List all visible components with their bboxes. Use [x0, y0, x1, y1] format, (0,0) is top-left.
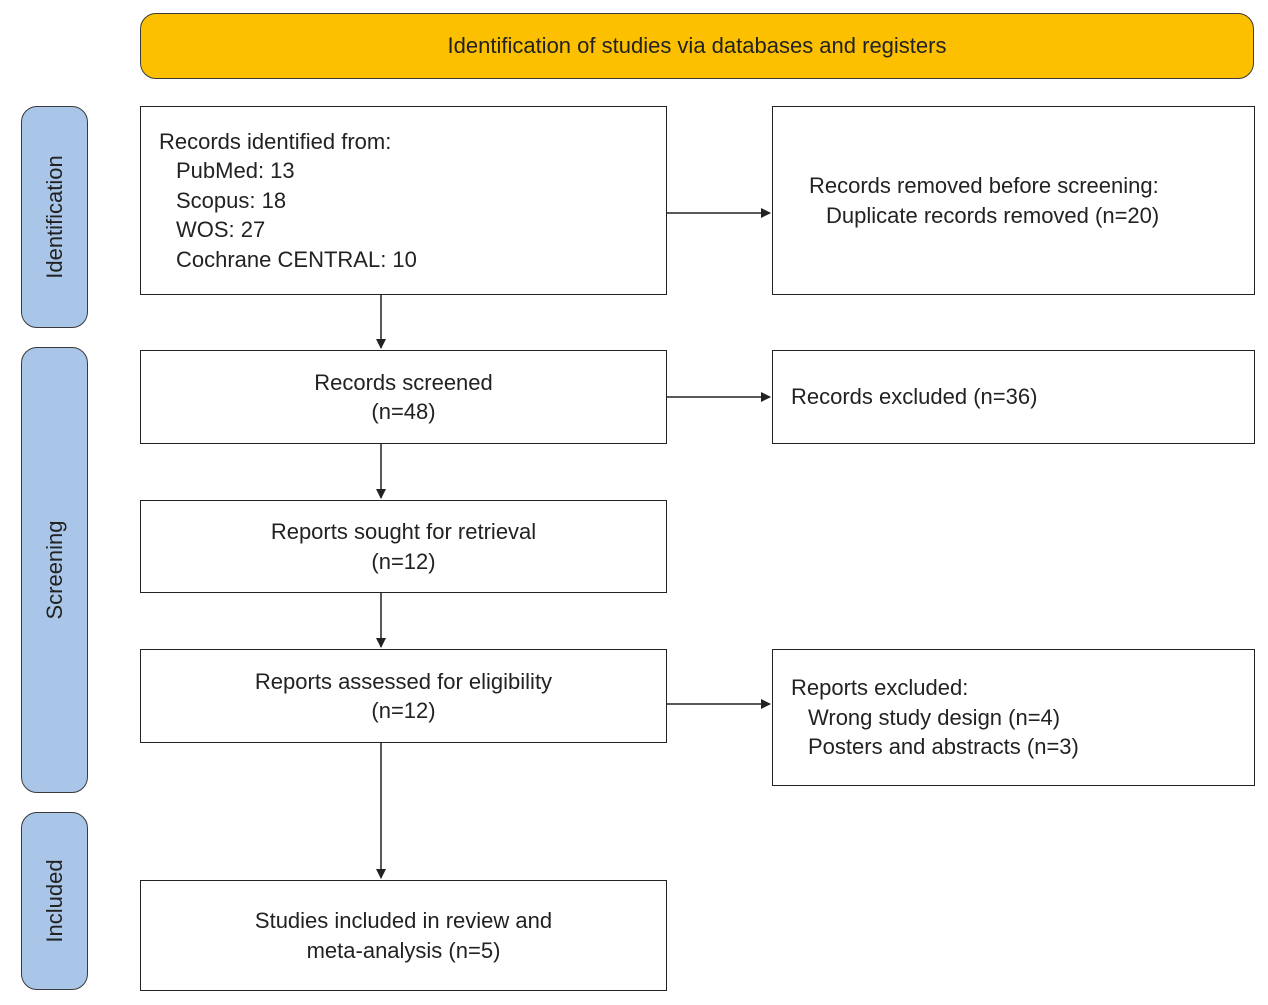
- records-removed-box: Records removed before screening: Duplic…: [772, 106, 1255, 295]
- records-excluded-text: Records excluded (n=36): [791, 384, 1038, 410]
- reports-sought-label: Reports sought for retrieval: [270, 519, 537, 544]
- reports-sought-box: Reports sought for retrieval (n=12): [140, 500, 667, 593]
- duplicate-records-removed: Duplicate records removed (n=20): [826, 202, 1160, 228]
- source-pubmed: PubMed: 13: [176, 158, 295, 184]
- source-cochrane: Cochrane CENTRAL: 10: [176, 246, 417, 272]
- reports-assessed-box: Reports assessed for eligibility (n=12): [140, 649, 667, 743]
- reports-assessed-label: Reports assessed for eligibility: [254, 668, 553, 694]
- records-screened-count: (n=48): [371, 399, 436, 424]
- phase-label-included: Included: [21, 812, 88, 990]
- reason-posters-abstracts: Posters and abstracts (n=3): [808, 734, 1079, 760]
- source-wos: WOS: 27: [176, 217, 266, 243]
- records-identified-box: Records identified from: PubMed: 13 Scop…: [140, 106, 667, 295]
- reports-assessed-count: (n=12): [371, 698, 436, 723]
- records-excluded-box: Records excluded (n=36): [772, 350, 1255, 444]
- reports-sought-count: (n=12): [371, 548, 436, 574]
- studies-included-line2: meta-analysis (n=5): [306, 937, 501, 963]
- phase-label-identification: Identification: [21, 106, 88, 328]
- reports-excluded-box: Reports excluded: Wrong study design (n=…: [772, 649, 1255, 786]
- source-scopus: Scopus: 18: [176, 187, 287, 213]
- reports-excluded-heading: Reports excluded:: [791, 675, 969, 701]
- phase-label-screening: Screening: [21, 347, 88, 793]
- records-screened-box: Records screened (n=48): [140, 350, 667, 444]
- header-banner: Identification of studies via databases …: [140, 13, 1254, 79]
- records-screened-label: Records screened: [314, 369, 493, 395]
- reason-wrong-study-design: Wrong study design (n=4): [808, 704, 1061, 730]
- records-identified-heading: Records identified from:: [159, 128, 392, 154]
- studies-included-box: Studies included in review and meta-anal…: [140, 880, 667, 991]
- banner-title: Identification of studies via databases …: [447, 33, 947, 58]
- records-removed-heading: Records removed before screening:: [809, 173, 1159, 198]
- studies-included-line1: Studies included in review and: [254, 908, 553, 933]
